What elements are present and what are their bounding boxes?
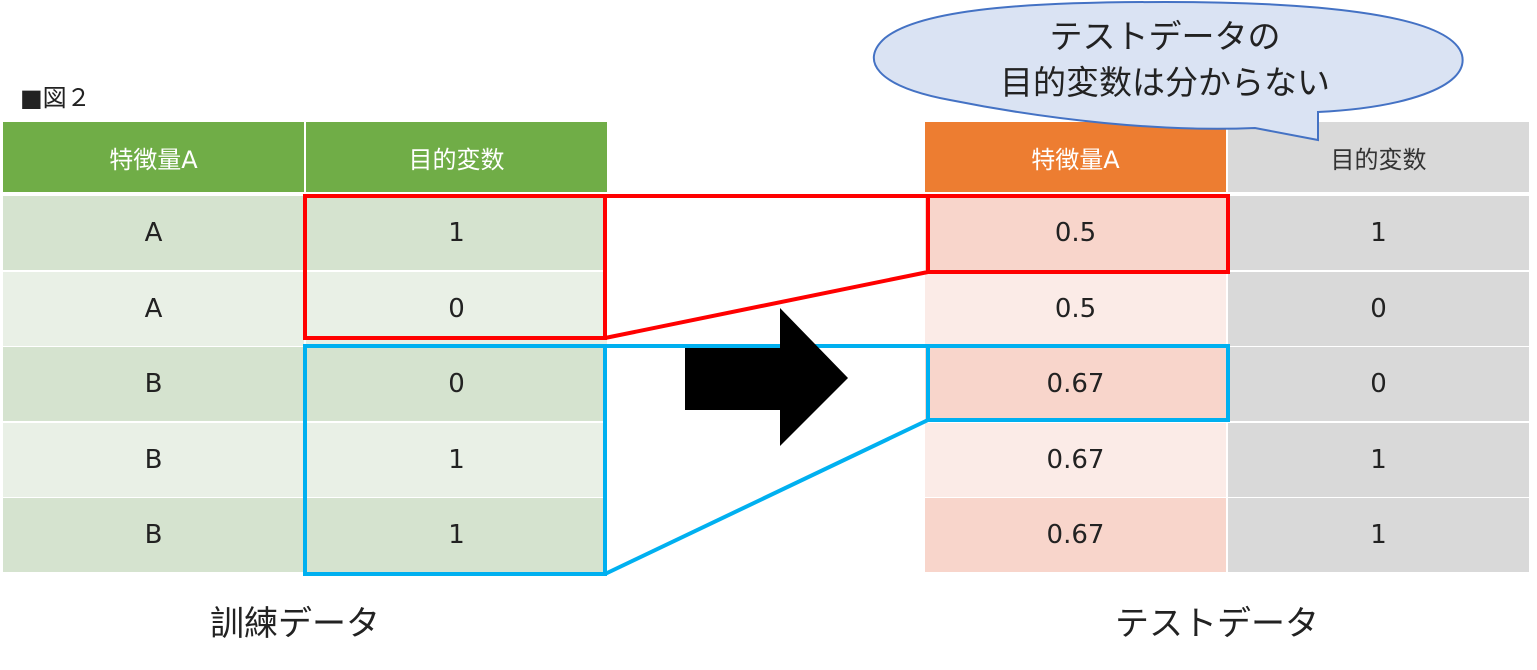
test-cell-r2-feature: 0.5 (925, 271, 1226, 346)
callout-line-2: 目的変数は分からない (1000, 63, 1330, 102)
train-cell-r4-target: 1 (306, 422, 607, 497)
test-header-feature: 特徴量A (925, 122, 1226, 192)
train-header-target: 目的変数 (306, 122, 607, 192)
test-cell-r3-feature: 0.67 (925, 347, 1226, 421)
group-b-connector (604, 418, 929, 576)
right-arrow-icon (685, 308, 848, 446)
train-group-a-box (303, 194, 607, 340)
test-cell-r4-feature: 0.67 (925, 422, 1226, 497)
test-group-b-box (926, 344, 1230, 422)
test-cell-r4-target: 1 (1228, 422, 1529, 497)
train-cell-r1-target: 1 (306, 196, 607, 270)
train-group-b-box (303, 344, 607, 576)
test-cell-r5-target: 1 (1228, 498, 1529, 572)
test-header-target: 目的変数 (1228, 122, 1529, 192)
train-caption: 訓練データ (210, 604, 380, 644)
train-cell-r5-feature: B (3, 498, 304, 572)
test-cell-r2-target: 0 (1228, 271, 1529, 346)
train-cell-r3-feature: B (3, 347, 304, 421)
test-cell-r5-feature: 0.67 (925, 498, 1226, 572)
callout-text: テストデータの 目的変数は分からない (930, 14, 1400, 106)
figure-label: ■図２ (20, 84, 91, 112)
test-caption: テストデータ (1115, 604, 1319, 644)
test-cell-r1-target: 1 (1228, 196, 1529, 270)
train-cell-r2-feature: A (3, 271, 304, 346)
test-cell-r1-feature: 0.5 (925, 196, 1226, 270)
test-cell-r3-target: 0 (1228, 347, 1529, 421)
callout-line-1: テストデータの (1049, 17, 1281, 56)
train-cell-r1-feature: A (3, 196, 304, 270)
train-cell-r5-target: 1 (306, 498, 607, 572)
group-a-connector (604, 270, 929, 340)
train-header-feature: 特徴量A (3, 122, 304, 192)
train-cell-r4-feature: B (3, 422, 304, 497)
callout-bubble (873, 0, 1464, 142)
train-cell-r2-target: 0 (306, 271, 607, 346)
train-cell-r3-target: 0 (306, 347, 607, 421)
test-group-a-box (926, 194, 1230, 274)
